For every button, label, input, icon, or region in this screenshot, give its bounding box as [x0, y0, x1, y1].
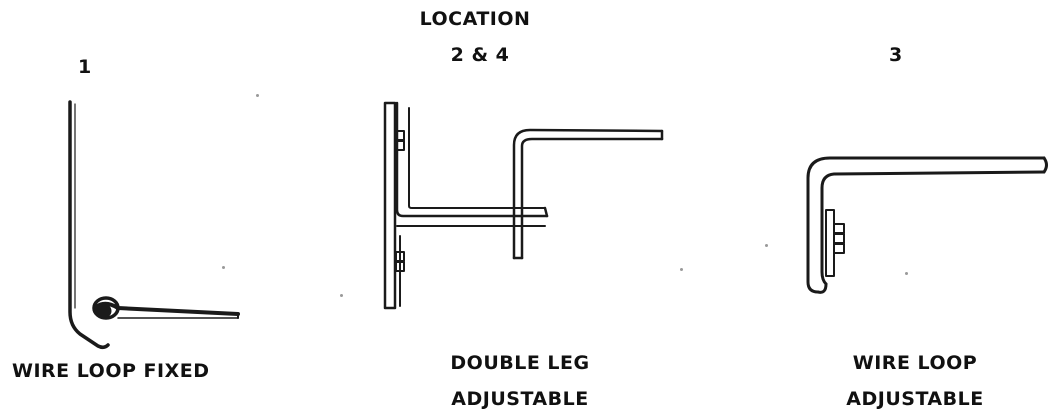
- location-title: LOCATION: [419, 8, 531, 30]
- scan-speck: [680, 268, 683, 271]
- caption-wire-loop-adjustable-line1: WIRE LOOP: [852, 352, 978, 374]
- location-numbers: 2 & 4: [450, 44, 510, 66]
- caption-wire-loop-adjustable-line2: ADJUSTABLE: [846, 388, 984, 410]
- scan-speck: [222, 266, 225, 269]
- scan-speck: [256, 94, 259, 97]
- figure-3-number: 3: [889, 44, 903, 66]
- figure-1-number: 1: [78, 56, 92, 78]
- caption-double-leg-line2: ADJUSTABLE: [451, 388, 589, 410]
- caption-double-leg-line1: DOUBLE LEG: [450, 352, 590, 374]
- caption-wire-loop-fixed: WIRE LOOP FIXED: [12, 360, 210, 382]
- double-leg-adjustable-drawing: [383, 101, 664, 310]
- wire-loop-adjustable-drawing: [806, 156, 1048, 294]
- wire-loop-fixed-drawing: [68, 100, 240, 350]
- scan-speck: [765, 244, 768, 247]
- scan-speck: [905, 272, 908, 275]
- scan-speck: [340, 294, 343, 297]
